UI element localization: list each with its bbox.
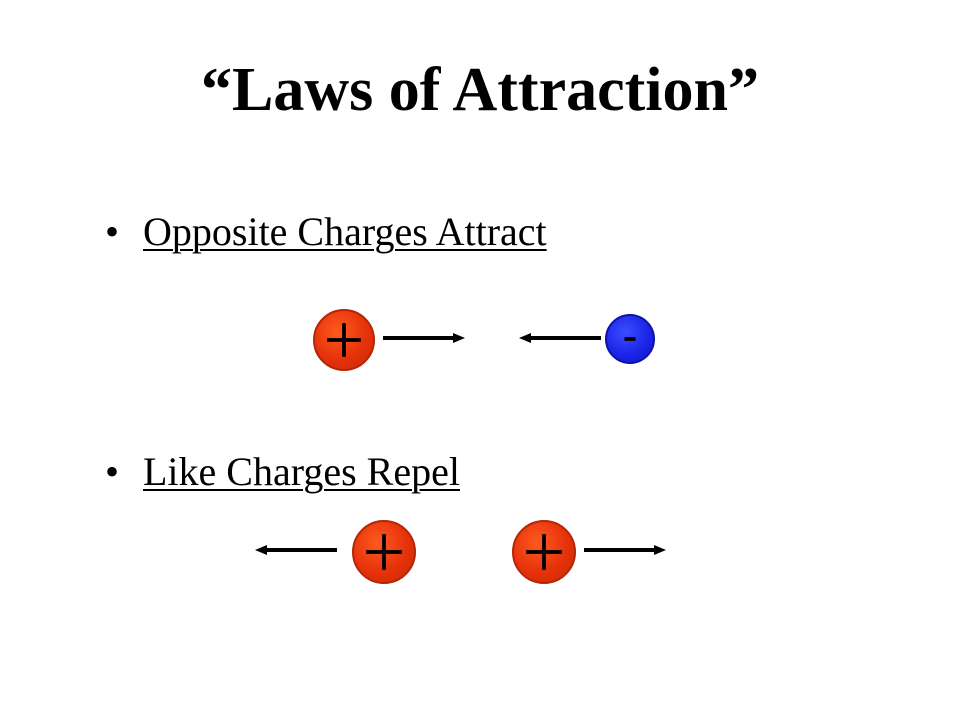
arrow-right-icon — [584, 545, 666, 555]
arrow-right-icon — [383, 333, 465, 343]
bullet-text: Opposite Charges Attract — [143, 209, 547, 254]
arrow-left-icon — [255, 545, 337, 555]
negative-charge-icon — [605, 314, 655, 364]
bullet-symbol: • — [105, 449, 120, 494]
bullet-text: Like Charges Repel — [143, 449, 460, 494]
positive-charge-icon — [512, 520, 576, 584]
slide-title: “Laws of Attraction” — [201, 56, 759, 124]
bullet-symbol: • — [105, 209, 120, 254]
bullet-like-charges: • Like Charges Repel — [105, 448, 460, 496]
positive-charge-icon — [313, 309, 375, 371]
positive-charge-icon — [352, 520, 416, 584]
bullet-opposite-charges: • Opposite Charges Attract — [105, 208, 547, 256]
arrow-left-icon — [519, 333, 601, 343]
